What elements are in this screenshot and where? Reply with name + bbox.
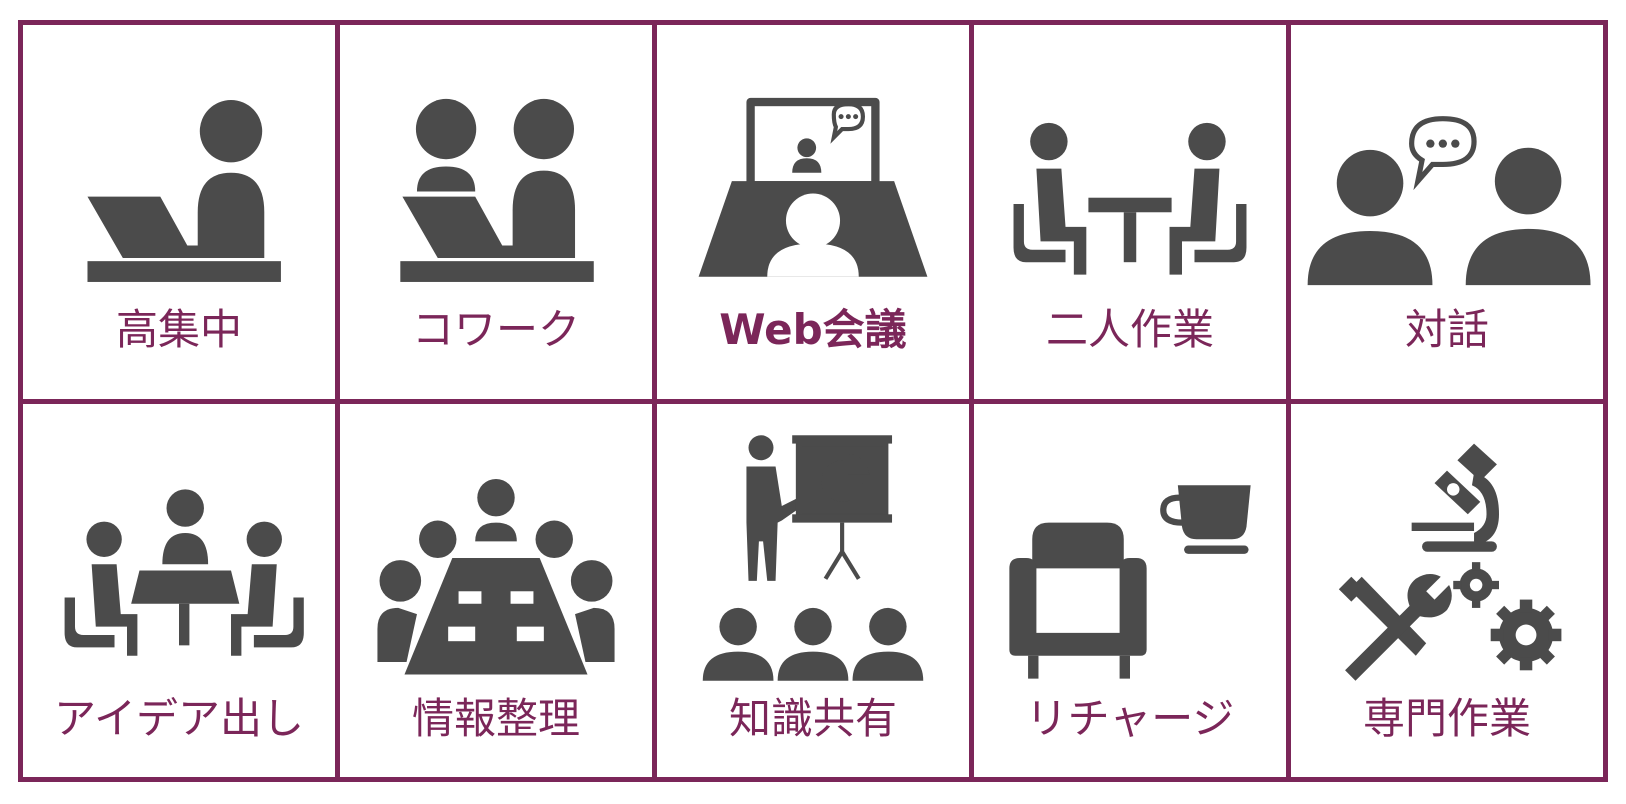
cowork-laptop-icon [400, 98, 594, 282]
meeting-table-icon [377, 478, 615, 674]
presentation-icon [702, 434, 924, 681]
pair-table-icon [1013, 122, 1247, 275]
wrench-screwdriver-icon [1338, 573, 1452, 681]
cell-label: 知識共有 [728, 693, 897, 743]
cell-dialogue: 対話 [1291, 25, 1603, 399]
cell-label: 高集中 [115, 305, 242, 354]
dialogue-icon [1307, 116, 1591, 286]
cell-cowork: コワーク [340, 25, 652, 399]
cell-pair-work: 二人作業 [974, 25, 1286, 399]
cell-ideation: アイデア出し [23, 403, 335, 777]
gears-icon [1453, 561, 1562, 670]
cell-label: 対話 [1404, 305, 1489, 354]
cell-specialized-work: 専門作業 [1291, 403, 1603, 777]
cell-recharge: リチャージ [974, 403, 1286, 777]
cell-high-focus: 高集中 [23, 25, 335, 399]
web-meeting-icon [698, 97, 928, 277]
workstyle-grid: 高集中 コワーク Web会議 [18, 20, 1608, 782]
microscope-tools-icon [1338, 443, 1562, 681]
armchair-cup-icon [1009, 484, 1251, 679]
cell-label: 情報整理 [411, 693, 580, 743]
cell-label: Web会議 [719, 305, 907, 354]
solo-laptop-icon [87, 99, 281, 282]
cell-web-meeting: Web会議 [657, 25, 969, 399]
microscope-icon [1411, 443, 1499, 552]
cell-label: リチャージ [1025, 693, 1235, 743]
cell-label: アイデア出し [54, 693, 304, 743]
brainstorm-table-icon [64, 488, 304, 656]
cell-knowledge-share: 知識共有 [657, 403, 969, 777]
cell-label: 二人作業 [1045, 305, 1214, 354]
cell-label: 専門作業 [1362, 693, 1531, 743]
cell-label: コワーク [411, 305, 580, 354]
cell-info-organize: 情報整理 [340, 403, 652, 777]
